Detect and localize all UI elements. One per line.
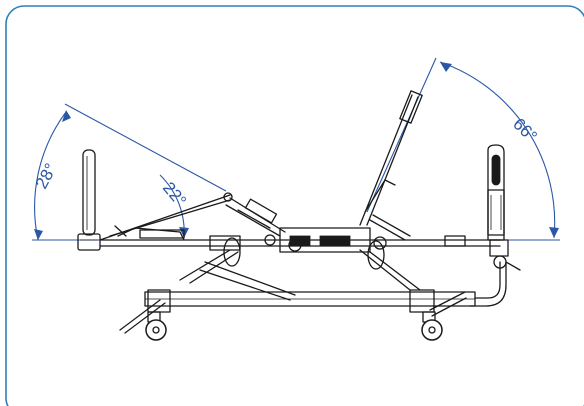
dimension-annotations xyxy=(32,57,560,241)
caster-left xyxy=(145,311,167,341)
caster-right xyxy=(421,311,443,341)
frame-border xyxy=(5,5,584,406)
head-board xyxy=(487,144,521,271)
bed-drawing xyxy=(77,90,521,341)
back-section xyxy=(359,90,423,241)
back-linkage xyxy=(225,197,286,237)
angle-label-22: 22° xyxy=(159,178,190,210)
main-frame xyxy=(99,227,501,253)
foot-board xyxy=(77,149,101,251)
angle-label-66: 66° xyxy=(509,114,541,146)
leg-section xyxy=(99,192,233,241)
